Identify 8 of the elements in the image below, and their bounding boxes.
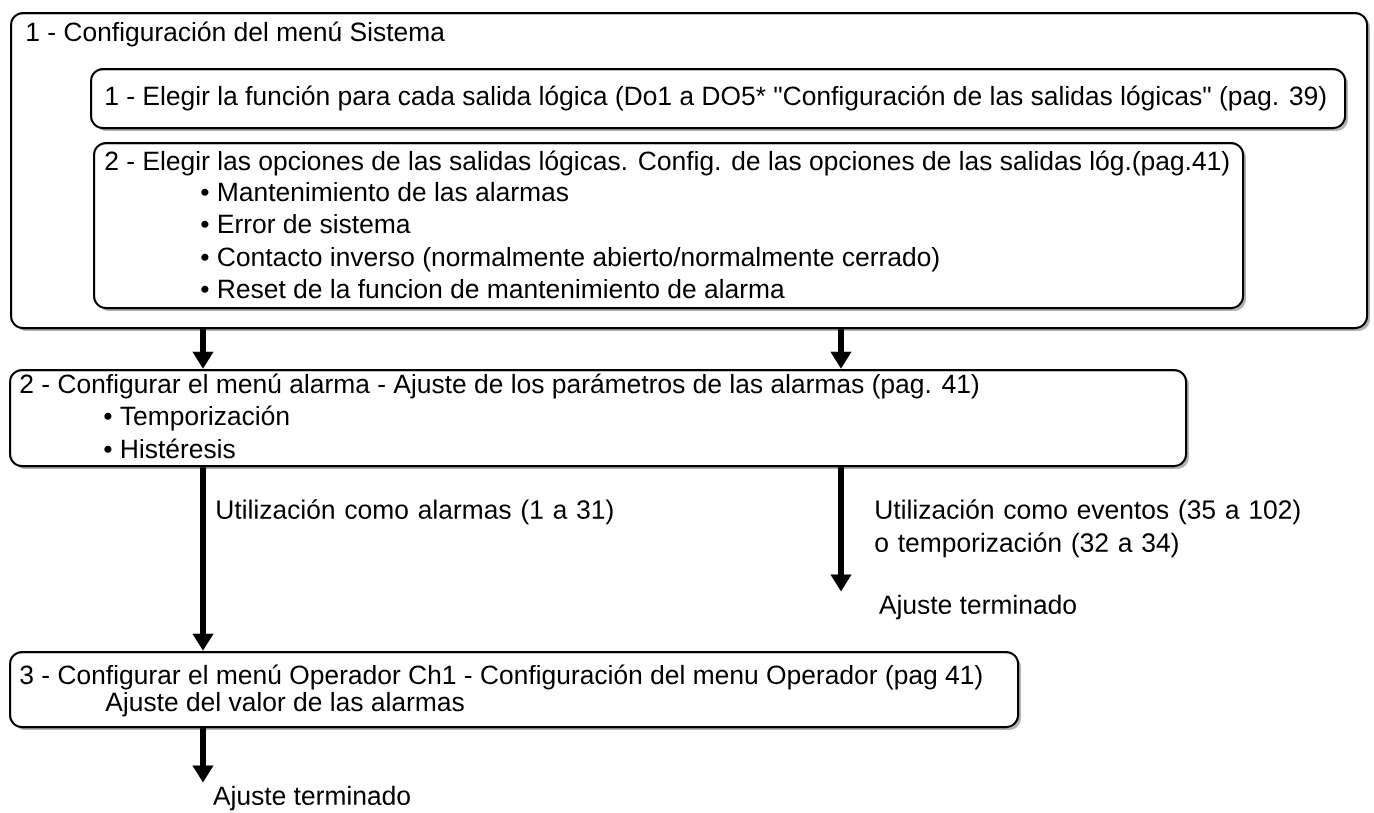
edge-label: Utilización como alarmas (1 a 31) bbox=[217, 499, 613, 525]
end-text: Ajuste terminado bbox=[213, 785, 410, 811]
edge-label: Utilización como eventos (35 a 102) o temporización (32 a 34) bbox=[875, 499, 1300, 558]
process-box: 3 - Configurar el menú Operador Ch1 - Configuración del menu Operador (pag 41) Ajuste del valor de las alarmas bbox=[9, 651, 1021, 730]
process-box: 1 - Elegir la función para cada salida lógica (Do1 a DO5* "Configuración de las salidas lógicas" (pag. 39) bbox=[90, 68, 1348, 131]
end-text: Ajuste terminado bbox=[879, 594, 1076, 620]
process-box: 2 - Configurar el menú alarma - Ajuste de los parámetros de las alarmas (pag. 41) • Temporización • Histéresis bbox=[9, 369, 1189, 469]
process-box: 2 - Elegir las opciones de las salidas lógicas. Config. de las opciones de las salidas lóg.(pag.41) • Mantenimiento de las alarmas • Error de sistema • Contacto inverso (normalmente abierto/normalmente cerrado) • Reset de la funcion de mantenimiento de alarma bbox=[93, 142, 1246, 311]
